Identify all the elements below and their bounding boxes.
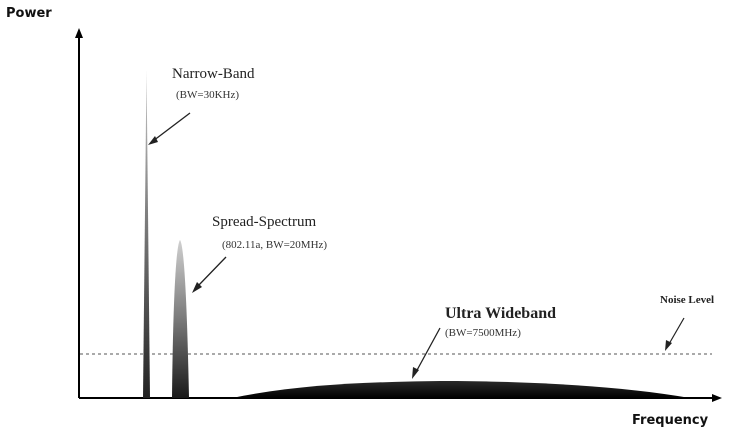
- ultra-wideband-subtitle: (BW=7500MHz): [445, 327, 521, 339]
- ultra-wideband-hump: [232, 381, 690, 398]
- axes: [75, 28, 722, 402]
- spread-spectrum-arrow: [192, 256, 227, 293]
- narrow-band-subtitle: (BW=30KHz): [176, 89, 239, 101]
- narrow-band-arrow: [148, 112, 191, 145]
- ultra-wideband-title: Ultra Wideband: [445, 305, 556, 322]
- noise-level-label: Noise Level: [660, 294, 714, 306]
- ultra-wideband-arrow: [412, 327, 441, 379]
- spread-spectrum-subtitle: (802.11a, BW=20MHz): [222, 239, 327, 251]
- y-axis-arrowhead: [75, 28, 83, 38]
- noise-level-arrow: [665, 317, 685, 351]
- y-axis-label: Power: [6, 6, 52, 21]
- narrow-band-spike: [143, 70, 150, 398]
- spread-spectrum-lobe: [172, 240, 189, 398]
- x-axis-label: Frequency: [632, 413, 709, 428]
- spread-spectrum-title: Spread-Spectrum: [212, 214, 316, 230]
- narrow-band-title: Narrow-Band: [172, 66, 255, 82]
- x-axis-arrowhead: [712, 394, 722, 402]
